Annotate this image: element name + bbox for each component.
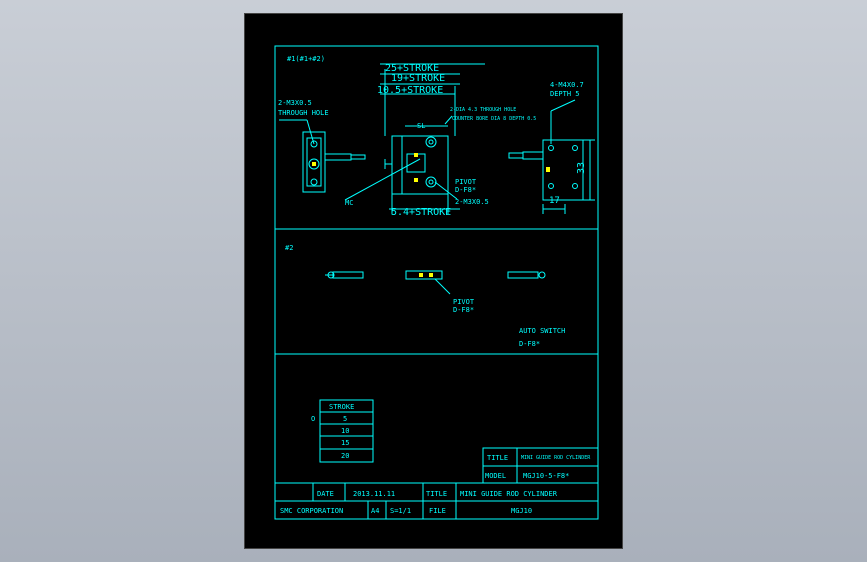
view1-label: #1(#1+#2): [287, 55, 325, 63]
center-marks: [312, 153, 550, 277]
file-value: MGJ10: [511, 507, 532, 515]
dim-25-stroke: 25+STROKE: [385, 63, 439, 74]
left-side-view: [279, 119, 366, 193]
title-value: MINI GUIDE ROD CYLINDER: [521, 455, 591, 461]
switch-view-left: [325, 271, 364, 279]
dim-sl: SL: [417, 122, 425, 130]
note-counter-bore: COUNTER BORE DIA 8 DEPTH 0.5: [452, 116, 536, 122]
note-m3-x0-5: 2-M3X0.5: [455, 198, 489, 206]
pivot-label-1: PIVOT: [455, 178, 477, 186]
title2-label: TITLE: [426, 490, 447, 498]
cad-drawing: #1(#1+#2) 25+STROKE 19+STROKE 10.5+STROK…: [274, 45, 599, 520]
note-dia-through-hole: 2-DIA 4.3 THROUGH HOLE: [450, 107, 516, 113]
drawing-border: [274, 45, 599, 520]
switch-view-center: [405, 270, 451, 295]
mc-label: MC: [345, 199, 353, 207]
stroke-row-10: 10: [341, 427, 349, 435]
scale-value: S=1/1: [390, 507, 411, 515]
note-through-hole: THROUGH HOLE: [278, 109, 329, 117]
view2-label: #2: [285, 244, 293, 252]
dim-17: 17: [549, 196, 560, 206]
note-m4-depth: 4-M4X0.7: [550, 81, 584, 89]
company-name: SMC CORPORATION: [280, 507, 343, 515]
dim-33: 33: [576, 162, 587, 174]
stroke-marker: O: [311, 415, 315, 423]
stroke-row-20: 20: [341, 452, 349, 460]
stroke-header: STROKE: [329, 403, 354, 411]
title2-value: MINI GUIDE ROD CYLINDER: [460, 490, 558, 498]
dim-10-5-stroke: 10.5+STROKE: [377, 85, 443, 96]
switch-view-right: [507, 271, 546, 279]
right-side-view: [508, 99, 595, 214]
date-label: DATE: [317, 490, 334, 498]
file-label: FILE: [429, 507, 446, 515]
model-value: MGJ10-5-F8*: [523, 472, 569, 480]
drawing-viewport[interactable]: #1(#1+#2) 25+STROKE 19+STROKE 10.5+STROK…: [244, 13, 623, 549]
note-m3-through: 2-M3X0.5: [278, 99, 312, 107]
front-view: [344, 63, 485, 214]
model-label: MODEL: [485, 472, 506, 480]
dim-19-stroke: 19+STROKE: [391, 73, 445, 84]
pivot-model-2: D-F8*: [453, 306, 474, 314]
stroke-row-5: 5: [343, 415, 347, 423]
title-label: TITLE: [487, 454, 508, 462]
auto-switch-model: D-F8*: [519, 340, 540, 348]
auto-switch-label: AUTO SWITCH: [519, 327, 565, 335]
note-depth-5: DEPTH 5: [550, 90, 580, 98]
date-value: 2013.11.11: [353, 490, 395, 498]
stroke-row-15: 15: [341, 439, 349, 447]
stroke-table: [319, 399, 374, 463]
dim-5-4-stroke: 5.4+STROKE: [391, 207, 451, 218]
pivot-model-1: D-F8*: [455, 186, 476, 194]
pivot-label-2: PIVOT: [453, 298, 475, 306]
paper-size: A4: [371, 507, 379, 515]
